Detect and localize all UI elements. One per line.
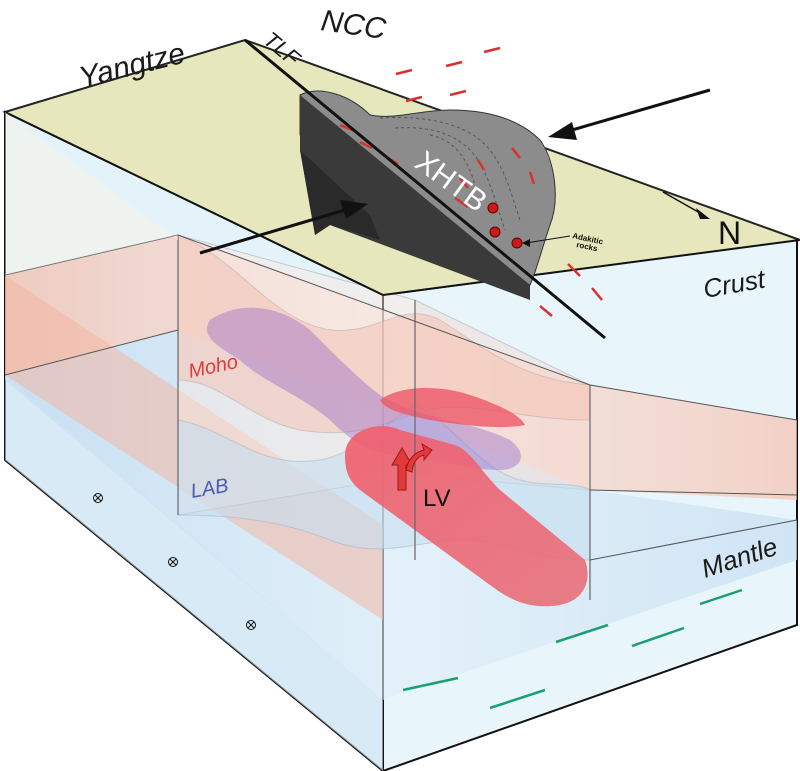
ncc-red-dashes [395,46,603,317]
circle-cross-icon [168,557,178,567]
circle-cross-icon [93,493,103,503]
circle-cross-icon [246,620,256,630]
north-arrow-icon [662,191,710,219]
foliation-lines [379,117,521,231]
lab-front-strip [5,375,383,771]
low-velocity-upper [380,388,525,428]
adakitic-rock-dot [511,237,523,249]
mantle-green-dashes [402,588,743,710]
moho-slab-lower-outline [4,329,179,376]
adakitic-rock-dot [487,202,499,214]
lab-slab-lower-outline [589,519,798,561]
adakitic-label-line2: rocks [576,240,599,253]
tlf-fault-line [244,38,606,340]
north-label: N [718,215,741,251]
compression-arrow-icon [548,88,711,140]
xhtb-front-face [300,95,530,300]
lab-slab-outline [589,489,798,496]
adakitic-pointer [525,235,571,244]
compression-arrow-icon [199,200,368,255]
ncc-label: NCC [319,4,388,46]
lithospheric-root [206,307,521,470]
lv-label: LV [423,485,451,512]
adakitic-rock-dot [489,226,501,238]
adakitic-pointer-head [522,239,530,247]
upward-arrow-icon [391,442,433,491]
crust-left-side [5,112,178,275]
